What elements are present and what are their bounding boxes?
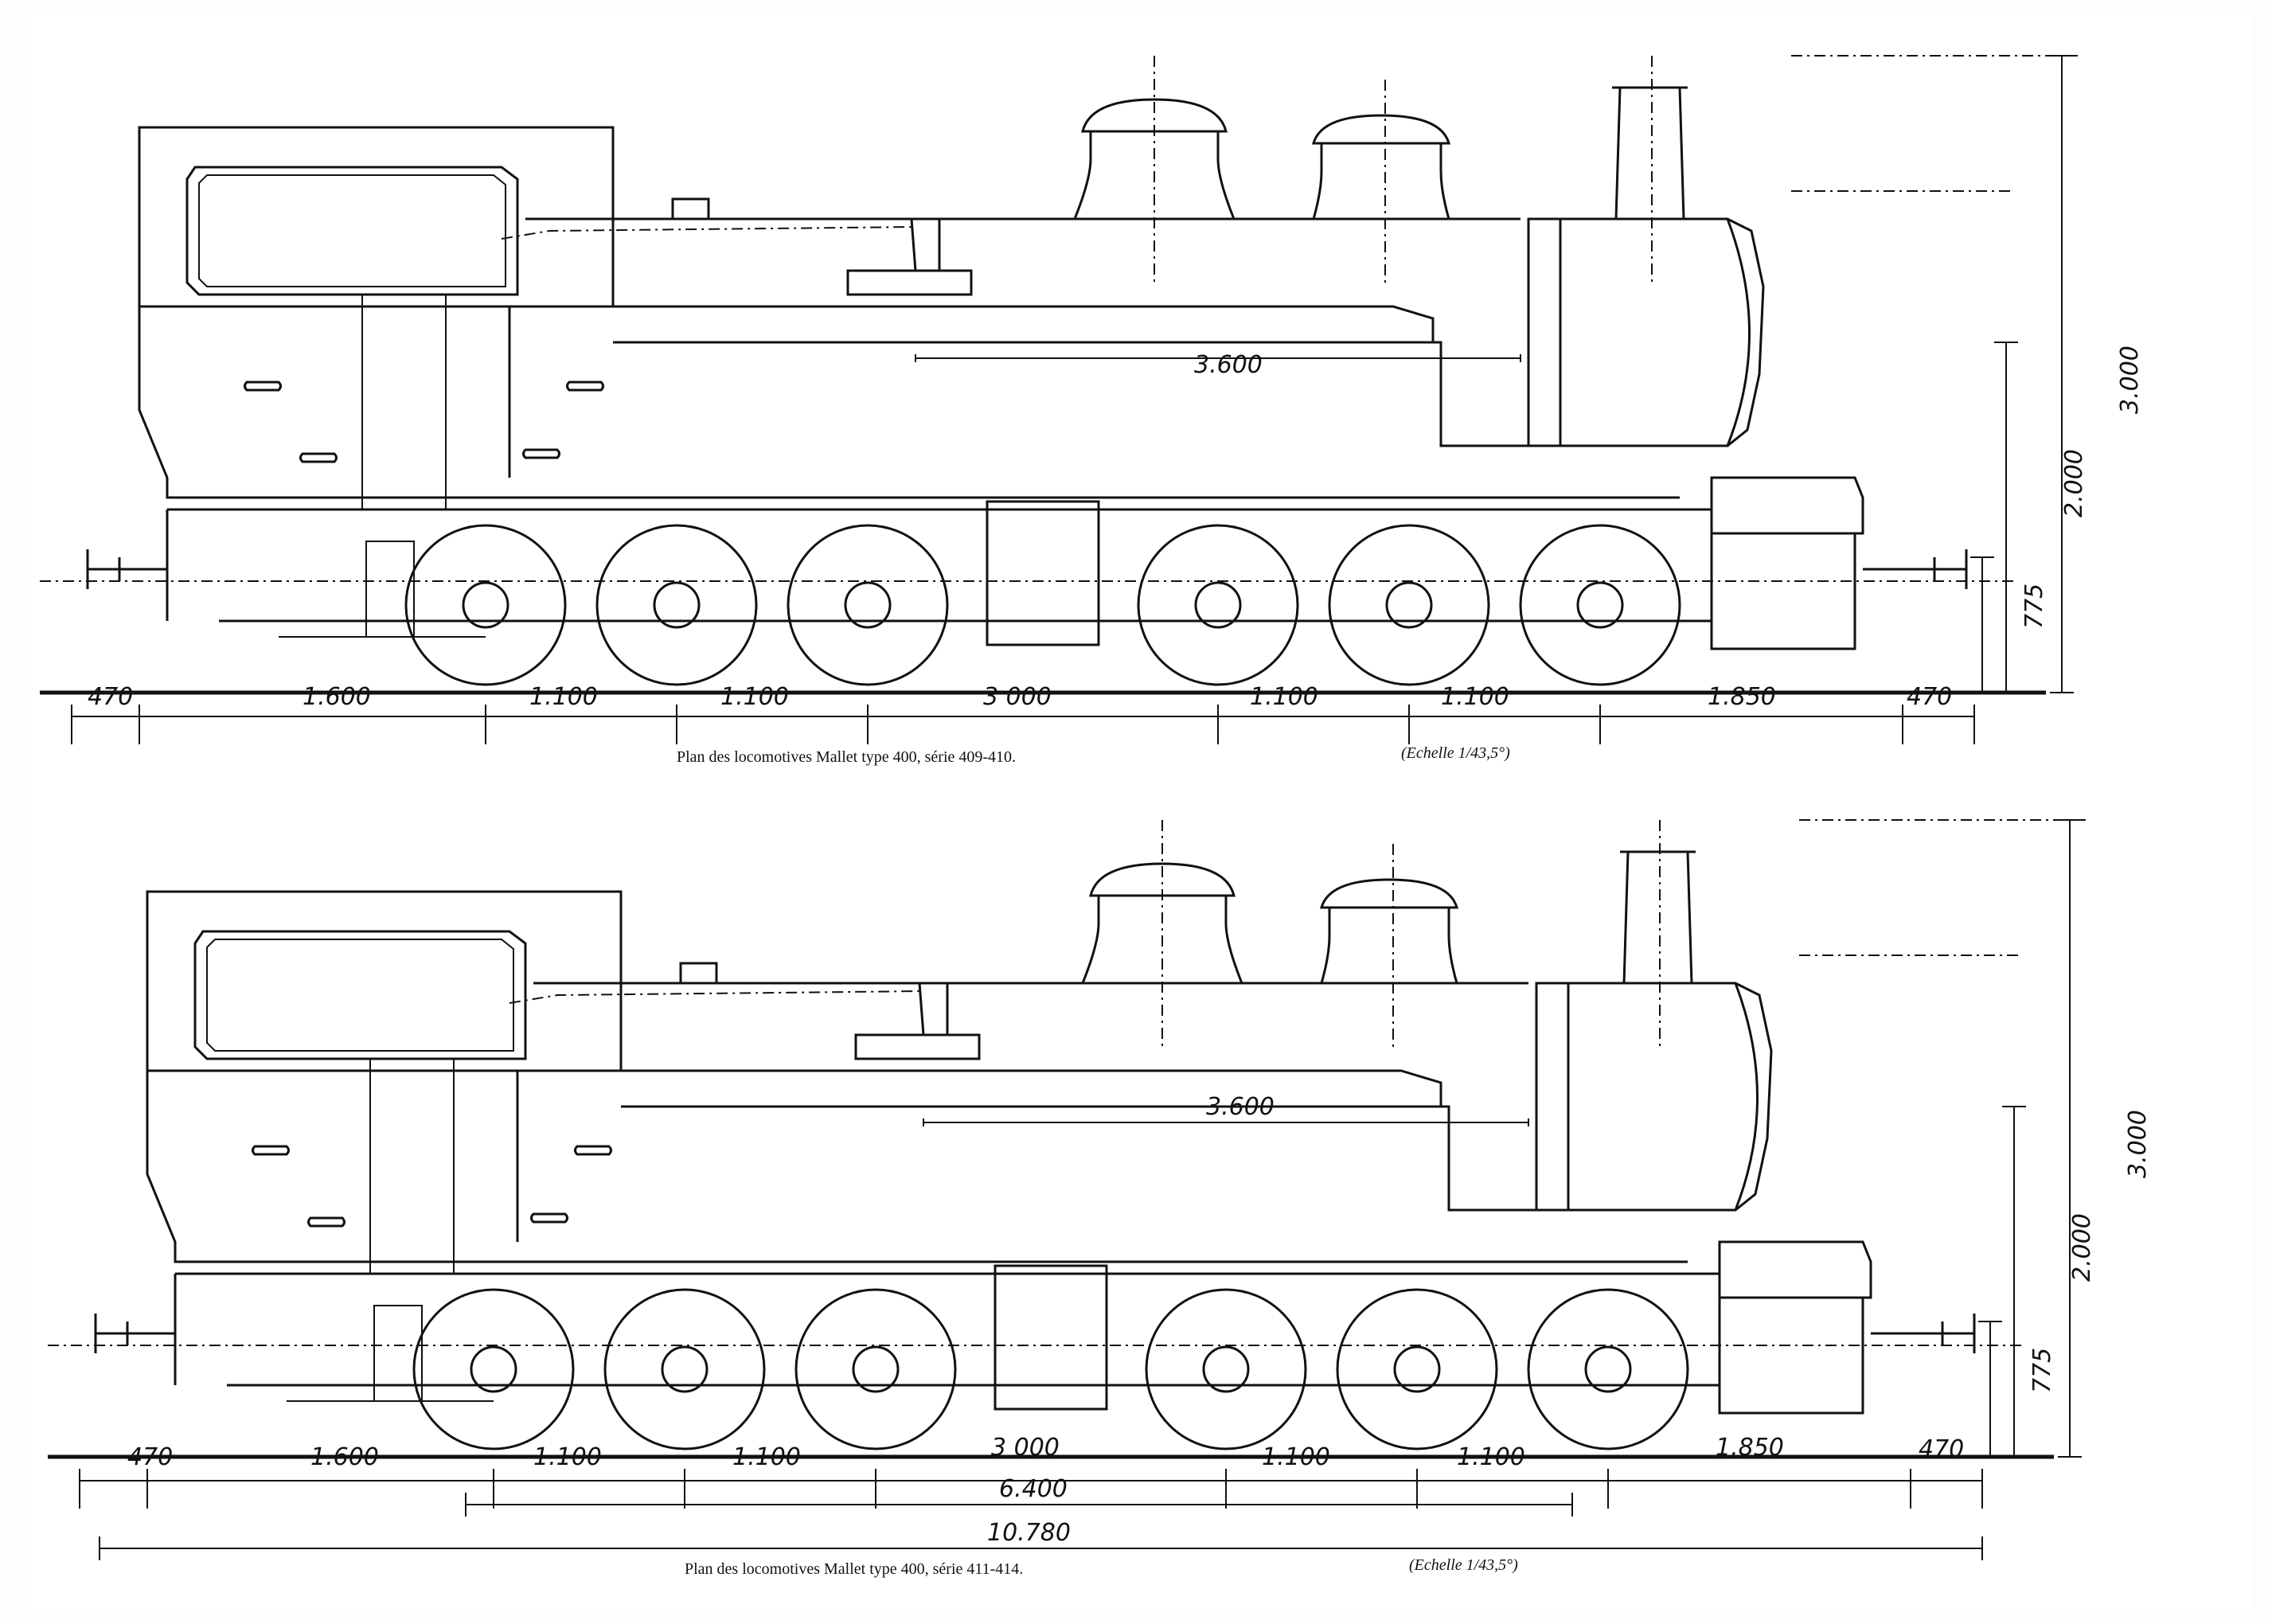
- paper-sheet: [32, 16, 2253, 1608]
- dim2-1600: 1.600: [310, 1443, 379, 1471]
- dim-1600: 1.600: [303, 683, 371, 711]
- dim2-overall-10780: 10.780: [987, 1519, 1071, 1547]
- dim-1100-c: 1.100: [1250, 683, 1318, 711]
- dim-1100-b: 1.100: [720, 683, 789, 711]
- dim-470-right: 470: [1907, 683, 1952, 711]
- dim-height-775: 775: [2020, 584, 2048, 629]
- dim-1100-a: 1.100: [529, 683, 598, 711]
- dim2-height-3000: 3.000: [2124, 1110, 2152, 1178]
- dim2-1100-b: 1.100: [732, 1443, 801, 1471]
- scale-409-410: (Echelle 1/43,5°): [1401, 744, 1510, 762]
- dim2-470-left: 470: [127, 1443, 173, 1471]
- dim-470-left: 470: [88, 683, 133, 711]
- dim-height-3000: 3.000: [2116, 345, 2144, 414]
- dim-1850: 1.850: [1708, 683, 1776, 711]
- dim-3000: 3 000: [983, 683, 1052, 711]
- dim2-1850: 1.850: [1716, 1434, 1784, 1462]
- scale-411-414: (Echelle 1/43,5°): [1409, 1556, 1518, 1574]
- dim2-tank-3600: 3.600: [1206, 1093, 1275, 1121]
- dim2-wheelbase-6400: 6.400: [999, 1475, 1068, 1503]
- dim-height-2000: 2.000: [2060, 449, 2088, 517]
- dim2-3000: 3 000: [991, 1434, 1060, 1462]
- caption-411-414: Plan des locomotives Mallet type 400, sé…: [685, 1560, 1024, 1578]
- dim2-470-right: 470: [1919, 1435, 1964, 1463]
- dim2-1100-a: 1.100: [533, 1443, 602, 1471]
- dim2-height-775: 775: [2028, 1348, 2056, 1393]
- dim-1100-d: 1.100: [1441, 683, 1509, 711]
- dim2-1100-d: 1.100: [1457, 1443, 1525, 1471]
- overall-dim-ticks: [99, 1536, 1983, 1560]
- dim-tank-3600: 3.600: [1194, 351, 1263, 379]
- caption-409-410: Plan des locomotives Mallet type 400, sé…: [677, 748, 1017, 766]
- dim2-1100-c: 1.100: [1262, 1443, 1330, 1471]
- wheelbase-dim-ticks: [465, 1493, 1573, 1517]
- locomotive-elevation-409-410: [40, 56, 2078, 744]
- locomotive-elevation-411-414: [48, 820, 2086, 1509]
- dim2-height-2000: 2.000: [2068, 1213, 2096, 1282]
